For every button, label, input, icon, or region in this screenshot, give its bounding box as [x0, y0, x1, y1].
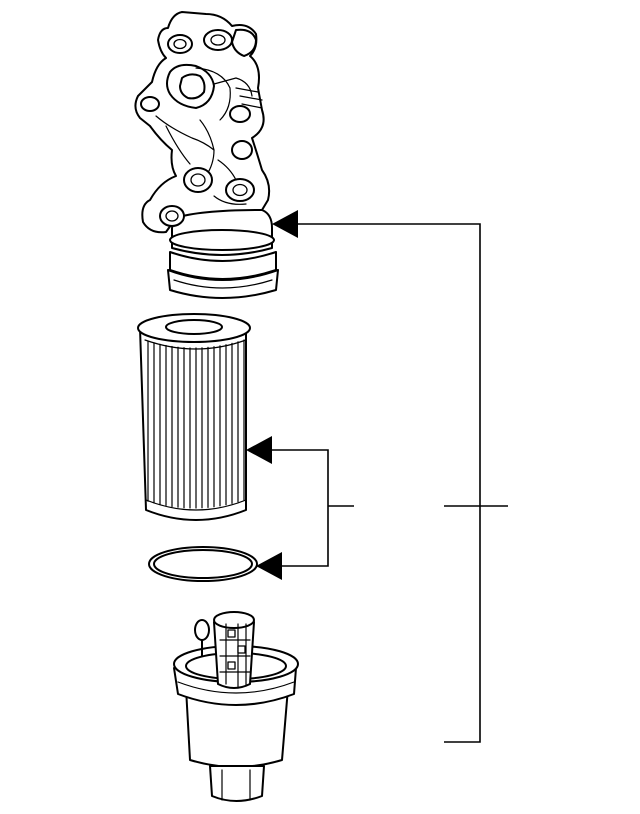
callout-kit: [246, 436, 354, 580]
oil-filter-element-icon: [137, 313, 251, 521]
arrow-seal: [256, 552, 282, 580]
arrow-housing: [272, 210, 298, 238]
arrow-element: [246, 436, 272, 464]
filter-cap-icon: [173, 611, 299, 802]
o-ring-seal-icon: [148, 546, 258, 582]
oil-filter-housing-icon: [134, 11, 279, 299]
callout-assembly: [272, 210, 508, 743]
